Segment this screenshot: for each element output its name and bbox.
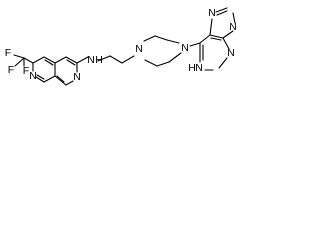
piperazine-nitrogen-label-right: N — [181, 42, 189, 54]
bond-pur-1 — [199, 34, 211, 44]
bond-naph-8b — [66, 59, 76, 66]
bond-pip-5 — [156, 61, 170, 67]
bond-naph-11b — [56, 75, 65, 83]
bond-pip-4 — [168, 52, 182, 63]
bond-ch2-npip — [121, 55, 135, 64]
bond-naph-8 — [65, 56, 78, 64]
bond-naph-10 — [65, 80, 74, 86]
naphthyridine-nitrogen-label-upper: N — [73, 71, 81, 83]
bond-layer — [13, 7, 236, 86]
bond-pip-1 — [143, 35, 156, 42]
bond-naph-11 — [54, 75, 67, 86]
fluorine-label-b: F — [8, 64, 14, 76]
purine-hydrogen-label: H — [188, 62, 196, 74]
chemical-structure: F F F N N N H N N N N N N H — [5, 7, 237, 86]
bond-pur-2 — [209, 34, 224, 39]
bond-pur-4 — [218, 57, 228, 69]
bond-ch2-ch2 — [109, 55, 123, 64]
bond-pur-10 — [222, 30, 234, 39]
amine-nitrogen-label: N — [87, 54, 95, 66]
bond-naph-5 — [35, 76, 45, 83]
naphthyridine-nitrogen-label-lower: N — [29, 70, 37, 82]
piperazine-nitrogen-label-left: N — [135, 43, 143, 55]
bond-ring-to-nh — [76, 56, 89, 64]
bond-pur-3 — [222, 37, 230, 50]
bond-pip-purine — [189, 42, 201, 47]
bond-pip-3 — [166, 39, 180, 44]
amine-hydrogen-label: H — [95, 54, 103, 66]
bond-naph-5b — [36, 74, 45, 80]
purine-nitrogen-label-top: N — [208, 7, 216, 19]
bond-cf3-f-a — [13, 54, 25, 59]
bond-naph-7 — [54, 56, 67, 64]
bond-pur-7 — [209, 18, 213, 36]
bond-naph-4 — [43, 75, 56, 83]
purine-nitrogen-label-right-bottom: N — [227, 47, 235, 59]
fluorine-label-a: F — [5, 47, 11, 59]
atom-label-layer: F F F N N N H N N N N N N H — [5, 7, 237, 83]
bond-pur-9 — [232, 12, 236, 24]
bond-pur-8 — [215, 7, 228, 13]
bond-pip-2 — [154, 35, 168, 41]
bond-naph-2b — [44, 59, 54, 66]
bond-naph-1 — [32, 56, 45, 64]
bond-cf3-f-b — [14, 57, 25, 67]
bond-naph-2 — [43, 56, 56, 64]
bond-pip-6 — [144, 59, 158, 67]
purine-nitrogen-label-right-top: N — [229, 21, 237, 33]
purine-nitrogen-label-bottom: N — [195, 62, 203, 74]
bond-cf3-ring — [23, 57, 34, 64]
bond-nh-ch2 — [97, 55, 111, 62]
bond-pur-8b — [216, 10, 228, 16]
fluorine-label-c: F — [23, 65, 29, 77]
bond-pur-2b — [210, 37, 222, 41]
